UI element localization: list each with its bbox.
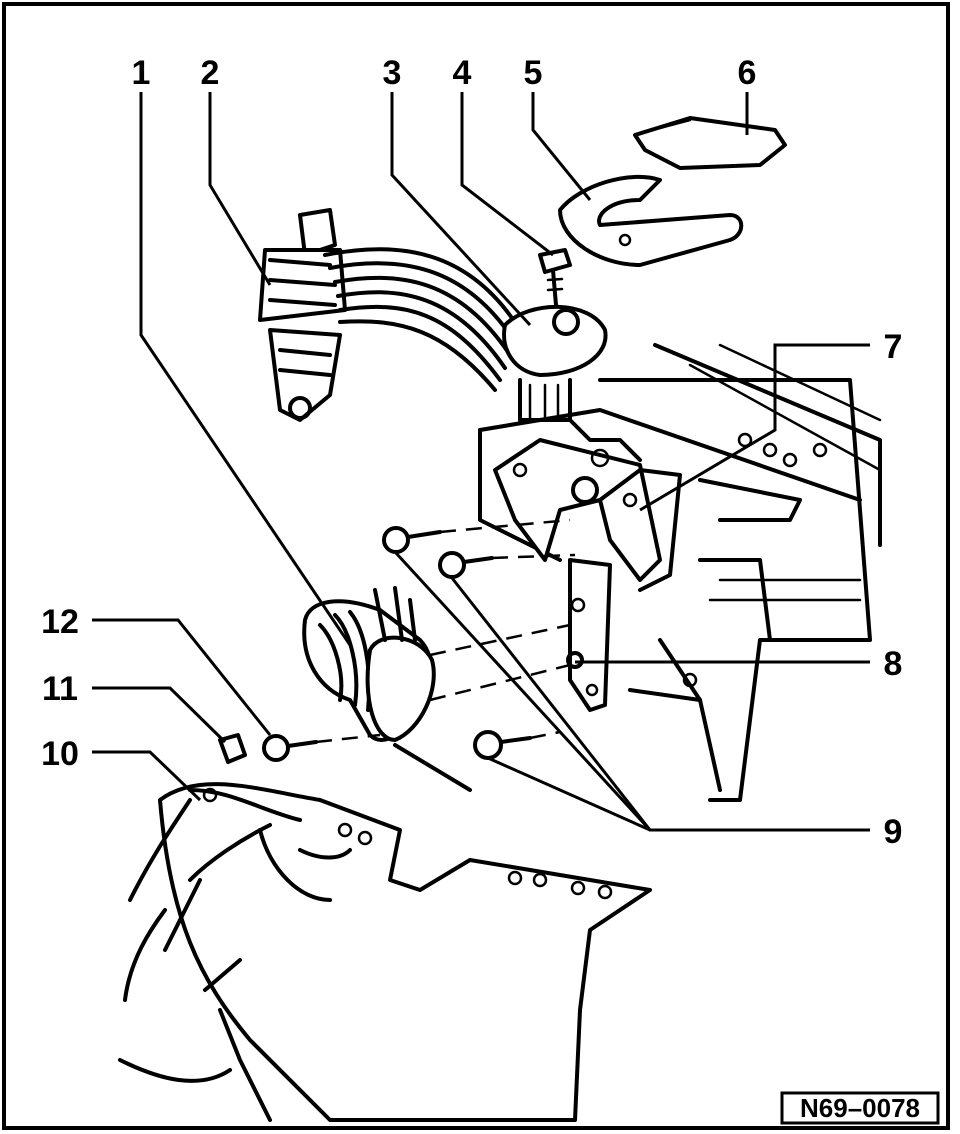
- trim-cap: [633, 116, 787, 170]
- guide-trim-cover: [558, 174, 744, 267]
- callout-2: 2: [201, 54, 220, 92]
- callout-11: 11: [42, 670, 78, 708]
- body-panel: [478, 343, 882, 802]
- reference-code: N69–0078: [800, 1093, 920, 1123]
- belt-retractor: [302, 586, 472, 792]
- clip-nut: [218, 733, 247, 764]
- pillar-trim-panel: [118, 782, 652, 1122]
- callout-10: 10: [41, 735, 79, 773]
- leader-10: [92, 750, 202, 802]
- leader-1: [139, 92, 352, 646]
- callout-3: 3: [383, 54, 402, 92]
- webbing-guide: [502, 304, 608, 422]
- leader-9c: [487, 756, 651, 832]
- callout-9: 9: [884, 813, 903, 851]
- belt-anchor-and-webbing: [258, 208, 522, 422]
- leader-4: [460, 92, 554, 257]
- leader-12: [92, 618, 272, 736]
- leader-9b: [450, 577, 652, 831]
- callout-5: 5: [524, 54, 543, 92]
- assembly-lines: [315, 518, 576, 744]
- reference-code-box: N69–0078: [780, 1091, 940, 1125]
- retractor-bolts: [382, 526, 532, 760]
- leader-5: [531, 92, 592, 201]
- callout-7: 7: [884, 328, 903, 366]
- bracket-plate: [566, 558, 612, 712]
- leader-11: [92, 686, 227, 744]
- mounting-bracket: [493, 438, 682, 592]
- callout-12: 12: [41, 603, 79, 641]
- leader-2: [208, 92, 272, 286]
- guide-bolt: [538, 248, 572, 307]
- leader-7: [639, 343, 870, 512]
- callout-1: 1: [132, 54, 151, 92]
- screw: [262, 734, 318, 762]
- callout-8: 8: [884, 645, 903, 683]
- callout-4: 4: [453, 54, 472, 92]
- callout-6: 6: [738, 54, 757, 92]
- leader-lines: [92, 92, 870, 832]
- callout-numbers: 1 2 3 4 5 6 7 8 9 10 11 12: [41, 54, 902, 851]
- leader-3: [390, 92, 532, 327]
